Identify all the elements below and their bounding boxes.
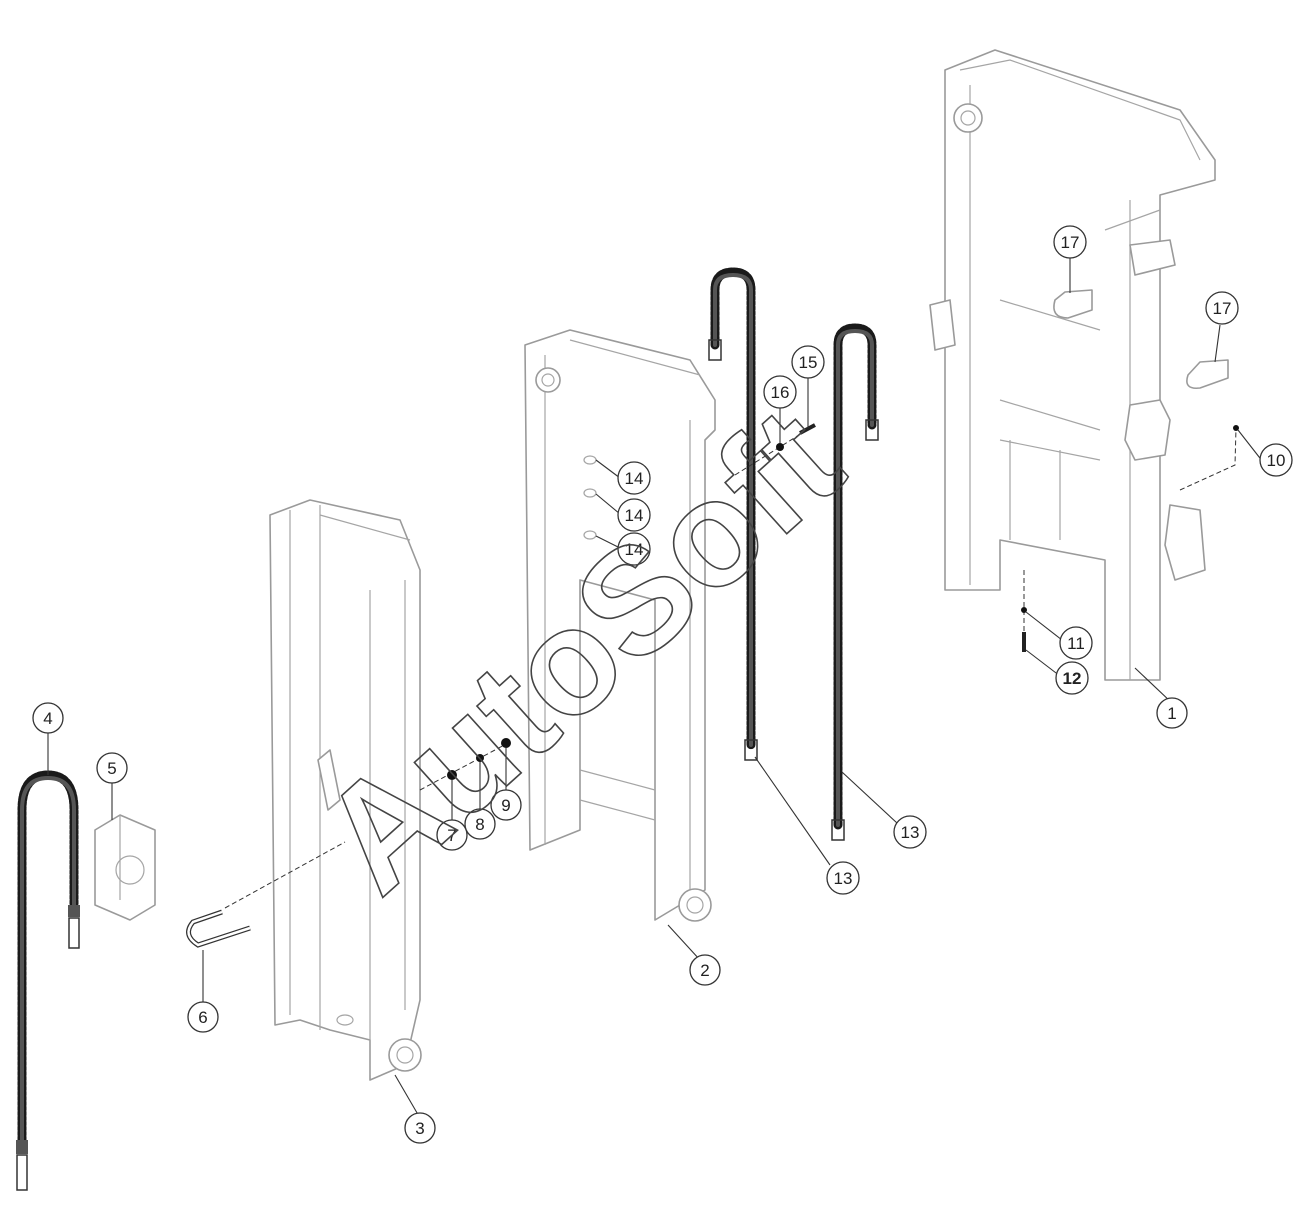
callout-3: 3 [404,1112,436,1144]
callout-16: 16 [763,375,797,409]
svg-text:2: 2 [700,961,709,980]
callout-12: 12 [1055,661,1089,695]
callout-9: 9 [490,789,522,821]
svg-text:6: 6 [198,1008,207,1027]
clamp-parts-17 [1053,289,1229,390]
callout-13-right: 13 [893,815,927,849]
svg-text:14: 14 [625,506,644,525]
callout-11: 11 [1059,626,1093,660]
svg-text:14: 14 [625,469,644,488]
callout-10: 10 [1259,443,1293,477]
callout-13-left: 13 [826,861,860,895]
svg-text:13: 13 [901,823,920,842]
svg-text:13: 13 [834,869,853,888]
svg-text:9: 9 [501,796,510,815]
callout-14-middle: 14 [617,498,651,532]
callout-14-top: 14 [617,461,651,495]
svg-text:11: 11 [1067,634,1085,653]
svg-text:4: 4 [43,709,52,728]
svg-text:15: 15 [799,353,818,372]
leader-lines [47,258,1264,1119]
callout-15: 15 [791,345,825,379]
callout-7: 7 [436,819,468,851]
inner-mast-part-3 [269,499,422,1081]
svg-text:14: 14 [625,540,644,559]
svg-text:17: 17 [1213,299,1232,318]
svg-text:8: 8 [475,815,484,834]
callout-1: 1 [1156,697,1188,729]
callout-17-left: 17 [1053,225,1087,259]
svg-text:7: 7 [447,826,456,845]
hardware-parts-10-11-12 [1021,425,1239,652]
inner-mast-part-2 [524,329,716,922]
callout-2: 2 [689,954,721,986]
svg-text:1: 1 [1167,704,1176,723]
callout-4: 4 [32,702,64,734]
callout-14-bottom: 14 [617,532,651,566]
hardware-parts-7-8-9 [419,738,511,791]
svg-text:17: 17 [1061,233,1080,252]
lift-chain-part-13-left [708,267,758,761]
lift-chain-part-13-right [831,323,879,841]
svg-text:12: 12 [1063,669,1082,688]
outer-mast-part-1 [929,49,1216,681]
svg-text:16: 16 [771,383,790,402]
callout-6: 6 [187,1001,219,1033]
callout-8: 8 [464,808,496,840]
callout-17-right: 17 [1205,291,1239,325]
svg-text:10: 10 [1267,451,1286,470]
pin-parts-15-16 [734,423,816,476]
callout-5: 5 [96,752,128,784]
bracket-block-part-5 [94,814,156,921]
u-bolt-part-6 [186,841,346,948]
lift-chain-part-4 [16,770,80,1191]
svg-text:5: 5 [107,759,116,778]
svg-text:3: 3 [415,1119,424,1138]
